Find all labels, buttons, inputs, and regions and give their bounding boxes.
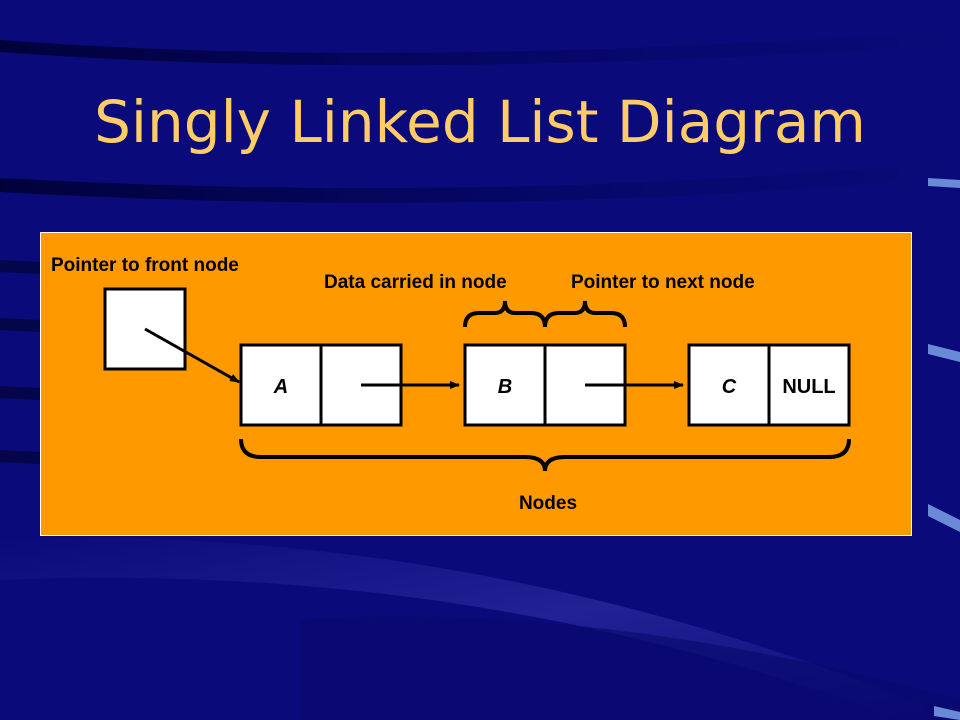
data-brace xyxy=(463,300,547,328)
front-pointer-label: Pointer to front node xyxy=(51,255,239,276)
bg-stripe xyxy=(0,160,960,203)
node-next-cell xyxy=(767,343,851,427)
node-data-text: C xyxy=(722,376,737,398)
diagram-panel: Pointer to front node Data carried in no… xyxy=(40,232,912,536)
bg-stripe xyxy=(0,386,40,400)
pointer-brace xyxy=(543,300,627,328)
node-data-text: A xyxy=(273,376,288,398)
node-next-text: NULL xyxy=(782,376,835,398)
bg-stripe xyxy=(0,450,40,464)
bg-accent xyxy=(928,178,960,188)
data-label: Data carried in node xyxy=(324,272,507,293)
bg-accent xyxy=(928,504,960,532)
bg-stripe xyxy=(0,318,40,332)
nodes-label: Nodes xyxy=(519,493,577,514)
node-data-text: B xyxy=(498,376,512,398)
bg-stripe xyxy=(0,30,960,66)
node-data-cell xyxy=(463,343,547,427)
bg-swoosh xyxy=(300,616,960,720)
next-pointer-label: Pointer to next node xyxy=(571,272,755,293)
front-pointer-arrow xyxy=(144,327,240,384)
linked-list-diagram: Pointer to front node Data carried in no… xyxy=(51,255,851,514)
bg-stripe xyxy=(0,260,40,274)
bg-accent xyxy=(934,706,960,720)
nodes-brace xyxy=(239,438,851,472)
node-data-cell xyxy=(239,343,323,427)
node-c: C NULL xyxy=(687,343,851,427)
slide-title: Singly Linked List Diagram xyxy=(94,88,866,156)
bg-accent xyxy=(928,344,960,362)
node-b: B xyxy=(463,343,627,427)
